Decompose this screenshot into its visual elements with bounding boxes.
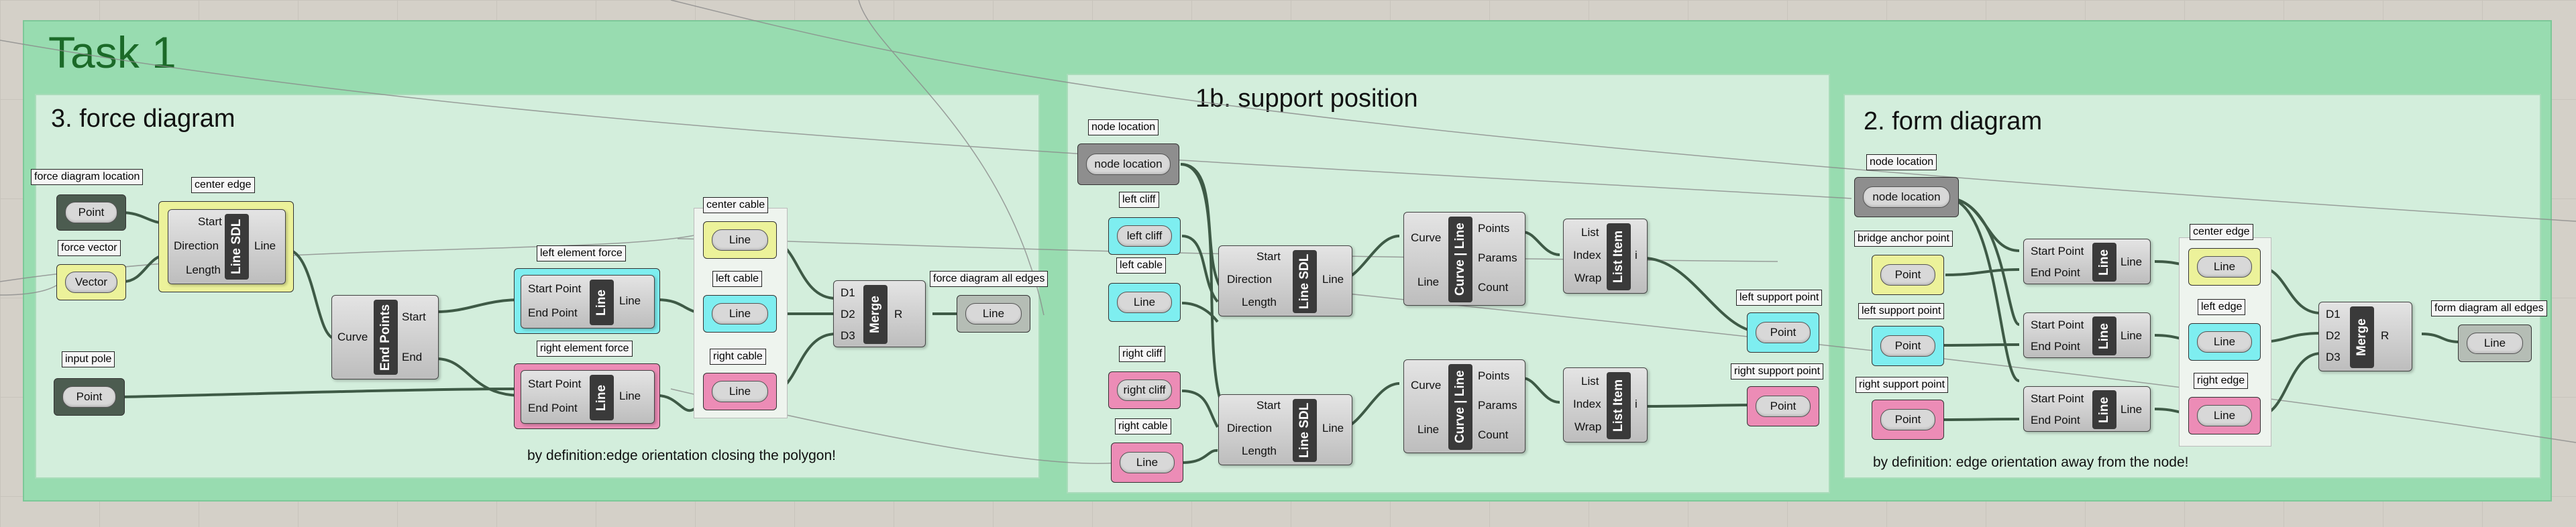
line-param-right-edge[interactable]: Line [2188, 397, 2261, 434]
end-points-component[interactable]: Curve End Points Start End [331, 295, 439, 379]
point-param-left-cliff[interactable]: left cliff [1108, 217, 1181, 255]
line-component-left-edge[interactable]: Start Point End Point Line Line [2023, 312, 2151, 358]
faint-wire [0, 40, 1852, 199]
label-left-cable-support: left cable [1116, 257, 1167, 274]
label-left-support-point: left support point [1736, 290, 1823, 306]
point-param-node-location-form[interactable]: node location [1854, 177, 1959, 217]
point-param-left-support-form[interactable]: Point [1872, 326, 1944, 366]
label-right-element-force: right element force [537, 341, 633, 357]
label-right-cable-force: right cable [710, 349, 766, 365]
line-sdl-left-cliff[interactable]: Start Direction Length Line SDL Line [1218, 245, 1352, 316]
label-left-support-point-form: left support point [1858, 303, 1945, 319]
line-sdl-component[interactable]: Start Direction Length Line SDL Line [168, 209, 286, 284]
label-left-element-force: left element force [537, 245, 626, 261]
group-title-support-position: 1b. support position [1195, 84, 1418, 113]
label-force-diagram-location: force diagram location [31, 169, 144, 185]
point-param-left-support[interactable]: Point [1747, 312, 1819, 353]
label-node-location-form: node location [1866, 154, 1937, 170]
line-sdl-right-cliff[interactable]: Start Direction Length Line SDL Line [1218, 394, 1352, 465]
line-component-right-edge[interactable]: Start Point End Point Line Line [2023, 386, 2151, 432]
comment-force-diagram: by definition:edge orientation closing t… [527, 448, 836, 463]
line-param-center-edge[interactable]: Line [2188, 248, 2261, 286]
label-center-edge: center edge [2190, 224, 2253, 240]
point-param-force-location[interactable]: Point [56, 194, 126, 231]
line-param-right-cable-force[interactable]: Line [703, 373, 777, 410]
merge-component-form[interactable]: D1 D2 D3 Merge R [2318, 302, 2412, 371]
faint-wire [858, 0, 1044, 316]
point-param-right-support[interactable]: Point [1747, 386, 1819, 426]
point-param-node-location-support[interactable]: node location [1077, 143, 1179, 185]
line-param-force-all-edges[interactable]: Line [957, 295, 1030, 333]
point-param-bridge-anchor[interactable]: Point [1872, 255, 1944, 295]
line-param-left-cable-force[interactable]: Line [703, 295, 777, 333]
faint-wire [0, 281, 62, 296]
label-node-location-support: node location [1088, 119, 1159, 135]
label-center-cable: center cable [703, 197, 769, 213]
label-right-support-point-form: right support point [1856, 377, 1949, 393]
label-left-cable-force: left cable [712, 271, 763, 287]
group-title-form-diagram: 2. form diagram [1864, 107, 2043, 135]
comment-form-diagram: by definition: edge orientation away fro… [1873, 455, 2189, 470]
label-right-support-point: right support point [1731, 363, 1824, 379]
label-right-edge: right edge [2194, 373, 2249, 389]
label-right-cliff: right cliff [1119, 346, 1166, 362]
label-center-edge-force: center edge [191, 177, 255, 193]
label-input-pole: input pole [62, 351, 115, 367]
line-param-center-cable[interactable]: Line [703, 221, 777, 259]
faint-wire [670, 0, 2576, 222]
curve-line-left[interactable]: Curve Line Curve | Line Points Params Co… [1403, 212, 1525, 306]
line-component-left-force[interactable]: Start Point End Point Line Line [521, 275, 655, 329]
list-item-right[interactable]: List Index Wrap List Item i [1563, 367, 1648, 443]
line-param-form-all-edges[interactable]: Line [2458, 325, 2532, 362]
label-force-diagram-all-edges: force diagram all edges [930, 271, 1049, 287]
line-param-left-edge[interactable]: Line [2188, 323, 2261, 361]
line-param-right-cable-support[interactable]: Line [1111, 443, 1183, 483]
merge-component-force[interactable]: D1 D2 D3 Merge R [833, 280, 926, 347]
label-force-vector: force vector [58, 240, 121, 256]
label-left-cliff: left cliff [1119, 192, 1159, 208]
line-component-right-force[interactable]: Start Point End Point Line Line [521, 370, 655, 424]
vector-param-force[interactable]: Vector [56, 264, 126, 300]
point-param-right-support-form[interactable]: Point [1872, 400, 1944, 440]
line-param-left-cable-support[interactable]: Line [1108, 283, 1181, 322]
line-component-center-edge[interactable]: Start Point End Point Line Line [2023, 239, 2151, 284]
label-right-cable-support: right cable [1115, 418, 1171, 434]
point-param-input-pole[interactable]: Point [54, 378, 125, 416]
point-param-right-cliff[interactable]: right cliff [1108, 371, 1181, 409]
group-title-force-diagram: 3. force diagram [51, 105, 235, 133]
list-item-left[interactable]: List Index Wrap List Item i [1563, 219, 1648, 294]
label-bridge-anchor-point: bridge anchor point [1854, 231, 1953, 247]
label-form-diagram-all-edges: form diagram all edges [2431, 300, 2547, 316]
curve-line-right[interactable]: Curve Line Curve | Line Points Params Co… [1403, 359, 1525, 453]
label-left-edge: left edge [2198, 299, 2246, 315]
